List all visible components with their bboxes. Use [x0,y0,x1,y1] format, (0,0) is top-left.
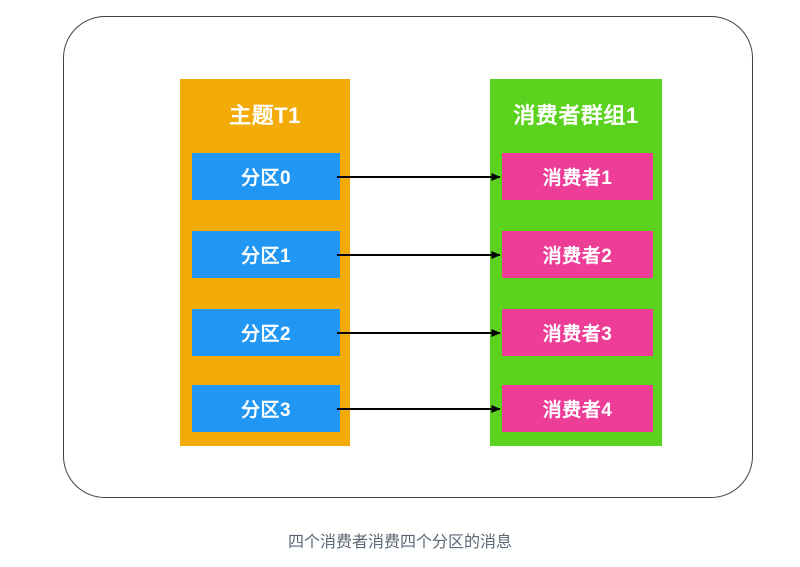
partition-box-2[interactable]: 分区2 [192,309,340,356]
partition-box-0[interactable]: 分区0 [192,153,340,200]
diagram-caption: 四个消费者消费四个分区的消息 [287,534,512,551]
consumer-box-1[interactable]: 消费者1 [502,153,653,200]
consumer-box-3[interactable]: 消费者3 [502,309,653,356]
consumer-box-2[interactable]: 消费者2 [502,231,653,278]
topic-title: 主题T1 [229,103,301,128]
consumer-group-title: 消费者群组1 [513,103,639,128]
partition-box-3[interactable]: 分区3 [192,385,340,432]
topic-container: 主题T1 分区0 分区1 分区2 分区3 [180,79,350,446]
partition-box-1[interactable]: 分区1 [192,231,340,278]
consumer-box-4[interactable]: 消费者4 [502,385,653,432]
consumer-group-container: 消费者群组1 消费者1 消费者2 消费者3 消费者4 [490,79,662,446]
